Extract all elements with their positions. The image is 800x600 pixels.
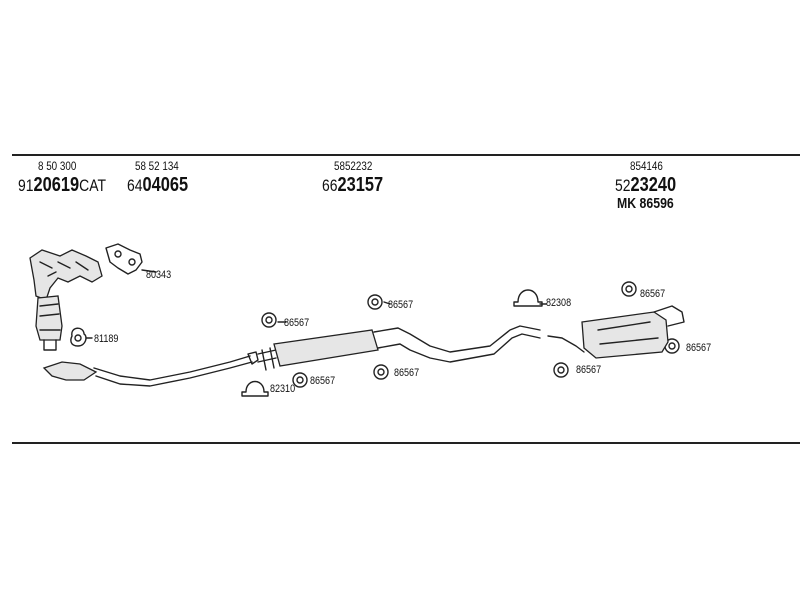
col4-ref-number: 854146 — [630, 159, 663, 173]
part-label-82308: 82308 — [546, 297, 572, 309]
part-label-81189: 81189 — [94, 333, 119, 345]
part-label-86567-rear-bottom: 86567 — [576, 364, 602, 376]
part-label-80343: 80343 — [146, 269, 172, 281]
col3-part-number: 6623157 — [322, 174, 384, 196]
part-label-86567-mid-top: 86567 — [388, 299, 414, 311]
front-pipe-drawing — [42, 351, 259, 387]
part-label-86567-rear-right: 86567 — [686, 342, 712, 354]
middle-silencer-drawing — [257, 325, 541, 371]
col3-ref-number: 5852232 — [334, 159, 373, 173]
col2-ref-number: 58 52 134 — [135, 159, 179, 173]
part-label-86567-mid-bottom: 86567 — [394, 367, 420, 379]
manifold-catalyst-drawing — [29, 249, 103, 351]
part-label-86567-front: 86567 — [284, 317, 310, 329]
clamp-front-drawing — [241, 380, 269, 397]
rubber-mounts-drawing — [261, 281, 680, 388]
bottom-divider — [12, 442, 800, 444]
manifold-gasket-drawing — [105, 243, 143, 275]
col4-kit-number: MK 86596 — [617, 195, 674, 212]
part-label-86567-lower: 86567 — [310, 375, 336, 387]
top-divider — [12, 154, 800, 156]
col1-part-number: 9120619CAT — [18, 174, 106, 196]
gasket-ring-drawing — [70, 327, 87, 347]
rear-silencer-drawing — [547, 305, 685, 359]
col1-ref-number: 8 50 300 — [38, 159, 77, 173]
part-label-82310: 82310 — [270, 383, 296, 395]
col2-part-number: 6404065 — [127, 174, 189, 196]
leader-lines — [85, 269, 547, 339]
col4-part-number: 5223240 — [615, 174, 677, 196]
clamp-rear-drawing — [513, 289, 543, 307]
part-label-86567-rear-top: 86567 — [640, 288, 666, 300]
